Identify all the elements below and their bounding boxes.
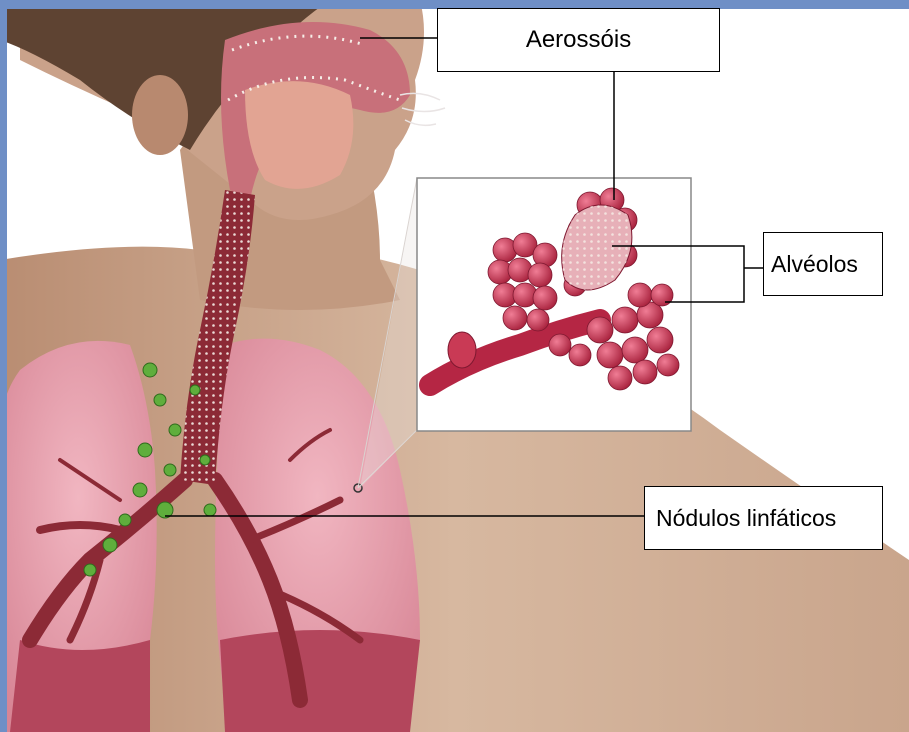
label-aerosols-text: Aerossóis <box>526 26 631 54</box>
alveoli-inset <box>417 178 691 431</box>
label-aerosols: Aerossóis <box>437 8 720 72</box>
frame-left-bar <box>0 0 7 732</box>
label-lymph-nodes-text: Nódulos linfáticos <box>656 505 836 532</box>
label-alveoli: Alvéolos <box>763 232 883 296</box>
label-alveoli-text: Alvéolos <box>771 251 858 278</box>
left-lung <box>0 341 157 732</box>
label-lymph-nodes: Nódulos linfáticos <box>644 486 883 550</box>
